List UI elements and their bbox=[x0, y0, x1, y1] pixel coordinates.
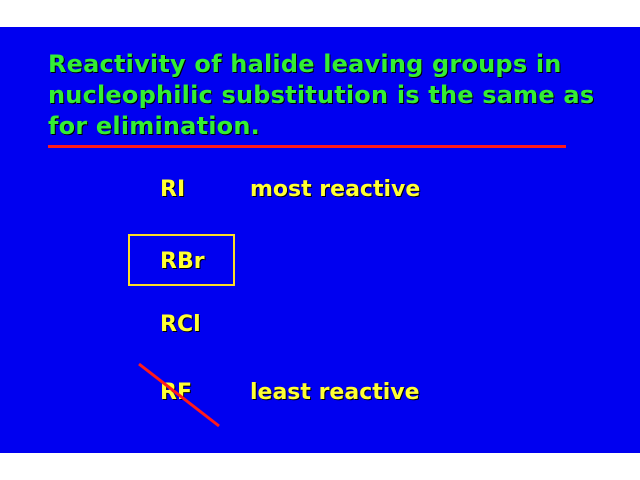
slide: Reactivity of halide leaving groups in n… bbox=[0, 27, 640, 453]
halide-rf: RF bbox=[160, 380, 192, 405]
halide-ri: RI bbox=[160, 177, 186, 202]
halide-rbr: RBr bbox=[160, 249, 205, 274]
title-divider bbox=[48, 145, 566, 148]
rbr-highlight-box bbox=[128, 234, 235, 286]
least-reactive-label: least reactive bbox=[250, 380, 420, 405]
most-reactive-label: most reactive bbox=[250, 177, 421, 202]
slide-title: Reactivity of halide leaving groups in n… bbox=[48, 50, 595, 140]
halide-rcl: RCl bbox=[160, 312, 201, 337]
